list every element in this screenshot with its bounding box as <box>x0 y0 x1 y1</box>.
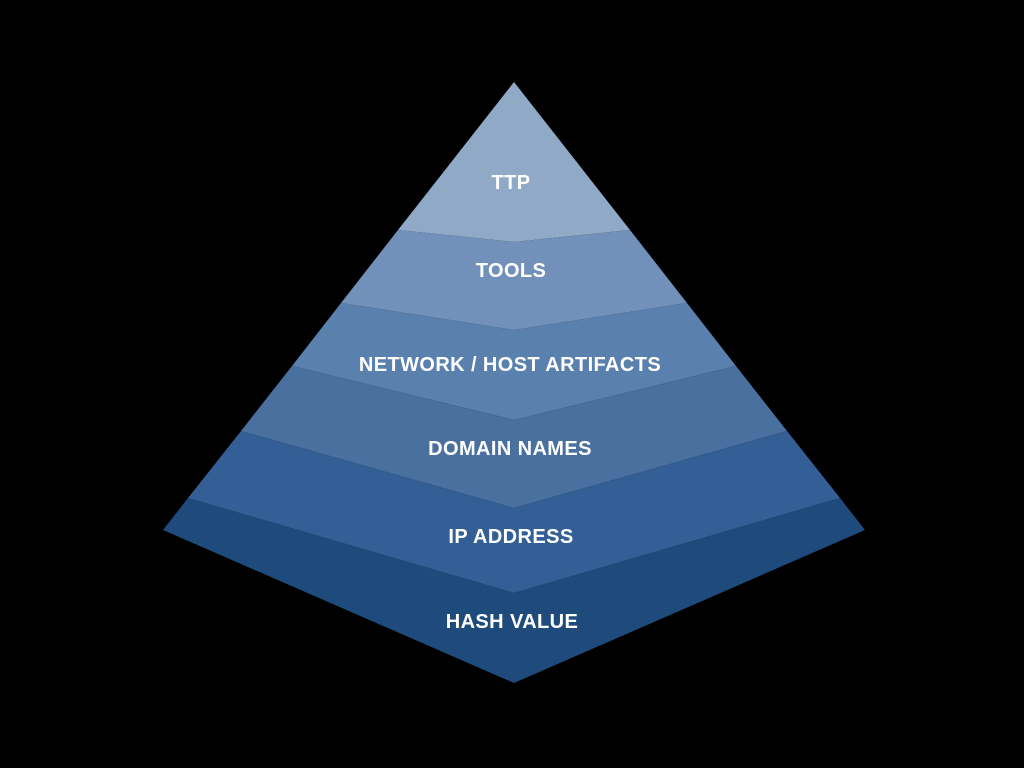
pyramid-label-tools: TOOLS <box>476 260 547 282</box>
pyramid-label-domain-names: DOMAIN NAMES <box>428 438 592 460</box>
pyramid-level-ip-address <box>188 431 840 593</box>
pyramid-label-ip-address: IP ADDRESS <box>448 526 573 548</box>
pyramid-level-ttp <box>398 82 630 242</box>
pyramid-level-domain-names <box>241 366 787 508</box>
pyramid-level-tools <box>341 230 687 330</box>
pyramid-level-network-host-artifacts <box>292 303 736 420</box>
pyramid-label-hash-value: HASH VALUE <box>446 611 579 633</box>
pyramid-label-ttp: TTP <box>492 172 531 194</box>
pyramid-level-hash-value <box>163 498 865 683</box>
pyramid-label-network-host-artifacts: NETWORK / HOST ARTIFACTS <box>359 354 661 376</box>
